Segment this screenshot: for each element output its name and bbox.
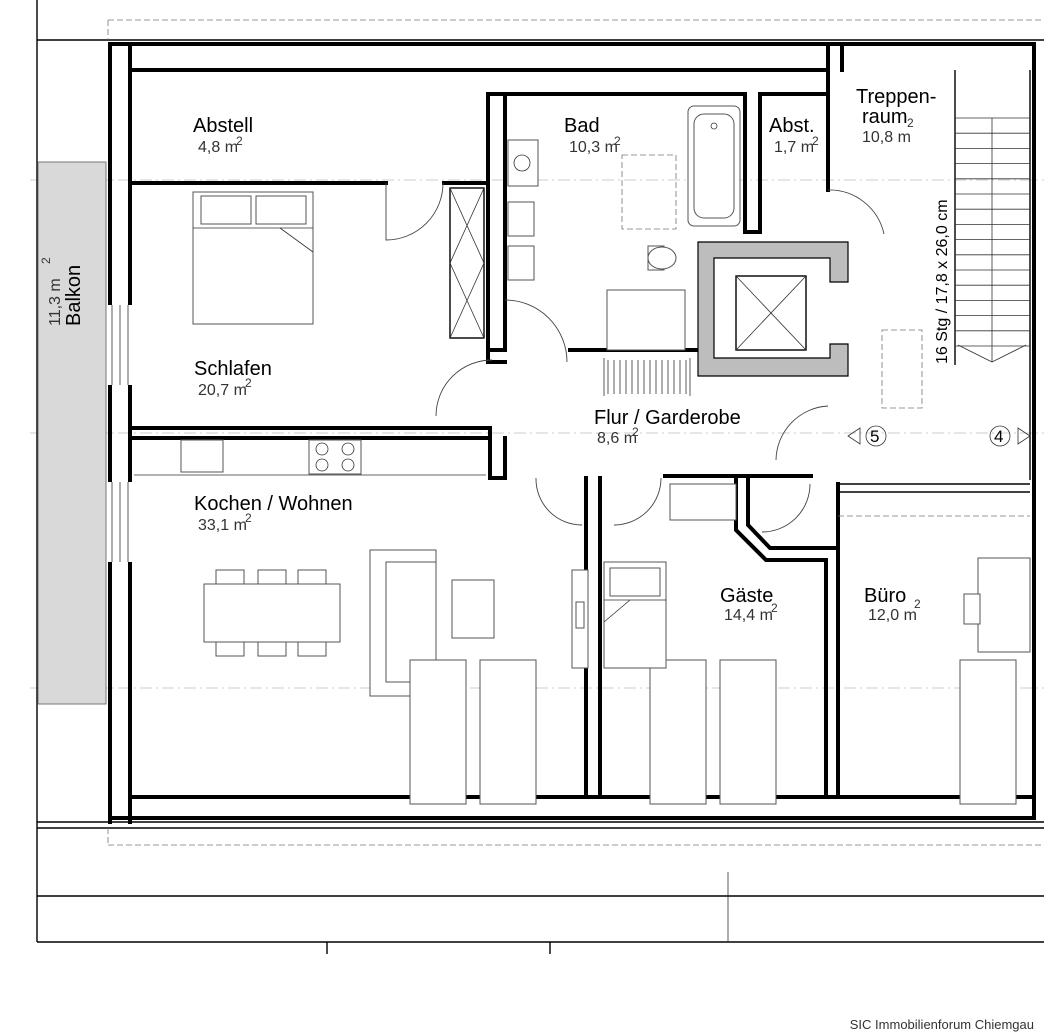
room-label-schlafen: Schlafen 20,7 m 2	[194, 358, 272, 399]
marker-left: 5	[870, 427, 879, 446]
room-label-abstell: Abstell 4,8 m 2	[193, 115, 253, 156]
svg-text:2: 2	[907, 116, 914, 130]
svg-text:10,3 m: 10,3 m	[569, 139, 618, 156]
svg-text:2: 2	[632, 425, 639, 439]
svg-text:2: 2	[771, 601, 778, 615]
svg-text:14,4 m: 14,4 m	[724, 607, 773, 624]
svg-text:Gäste: Gäste	[720, 585, 773, 607]
svg-text:Kochen / Wohnen: Kochen / Wohnen	[194, 493, 353, 515]
svg-text:2: 2	[236, 134, 243, 148]
exterior-walls	[108, 42, 1036, 824]
hall-cabinet-outline	[881, 329, 923, 409]
svg-text:1,7 m: 1,7 m	[774, 139, 814, 156]
double-bed	[192, 191, 314, 325]
room-label-treppenraum: Treppen- raum 10,8 m 2	[856, 86, 936, 146]
installation-shaft	[449, 187, 485, 339]
svg-text:11,3 m: 11,3 m	[47, 278, 64, 326]
svg-text:Treppen-: Treppen-	[856, 86, 936, 108]
svg-text:2: 2	[245, 511, 252, 525]
room-label-bad: Bad 10,3 m 2	[564, 115, 621, 156]
staircase	[954, 70, 1031, 480]
svg-text:2: 2	[914, 597, 921, 611]
svg-text:2: 2	[614, 134, 621, 148]
svg-text:raum: raum	[862, 106, 908, 128]
svg-text:Flur / Garderobe: Flur / Garderobe	[594, 407, 741, 429]
office-desk	[963, 557, 1031, 653]
svg-text:16 Stg / 17,8 x 26,0 cm: 16 Stg / 17,8 x 26,0 cm	[934, 199, 951, 364]
svg-text:Büro: Büro	[864, 585, 906, 607]
svg-text:Schlafen: Schlafen	[194, 358, 272, 380]
roof-windows	[409, 659, 1017, 805]
stair-label: 16 Stg / 17,8 x 26,0 cm	[934, 199, 951, 364]
bathroom-fixtures	[507, 105, 741, 396]
elevator-shaft	[697, 241, 849, 377]
svg-text:2: 2	[39, 257, 53, 264]
svg-text:Balkon: Balkon	[63, 265, 85, 326]
room-label-abst: Abst. 1,7 m 2	[769, 115, 819, 156]
svg-text:2: 2	[245, 376, 252, 390]
svg-text:12,0 m: 12,0 m	[868, 607, 917, 624]
guest-bed	[571, 483, 737, 669]
balcony-slab	[37, 161, 107, 705]
svg-text:10,8 m: 10,8 m	[862, 129, 911, 146]
svg-text:33,1 m: 33,1 m	[198, 517, 247, 534]
room-label-kochen: Kochen / Wohnen 33,1 m 2	[194, 493, 353, 534]
credit-text: SIC Immobilienforum Chiemgau	[849, 1017, 1034, 1032]
doors	[385, 182, 885, 533]
svg-text:8,6 m: 8,6 m	[597, 430, 637, 447]
room-label-balkon: Balkon 11,3 m 2	[39, 257, 85, 326]
svg-text:Abstell: Abstell	[193, 115, 253, 137]
room-label-flur: Flur / Garderobe 8,6 m 2	[594, 407, 741, 447]
svg-text:Abst.: Abst.	[769, 115, 815, 137]
svg-text:2: 2	[812, 134, 819, 148]
direction-markers	[847, 425, 1031, 447]
dining-table	[203, 569, 341, 657]
room-label-buero: Büro 12,0 m 2	[864, 585, 921, 624]
room-label-gaeste: Gäste 14,4 m 2	[720, 585, 778, 624]
svg-text:20,7 m: 20,7 m	[198, 382, 247, 399]
outer-frame	[36, 0, 1044, 954]
marker-right: 4	[994, 427, 1003, 446]
svg-text:4,8 m: 4,8 m	[198, 139, 238, 156]
kitchen	[134, 439, 486, 476]
svg-text:Bad: Bad	[564, 115, 600, 137]
balcony-windows	[108, 305, 132, 562]
